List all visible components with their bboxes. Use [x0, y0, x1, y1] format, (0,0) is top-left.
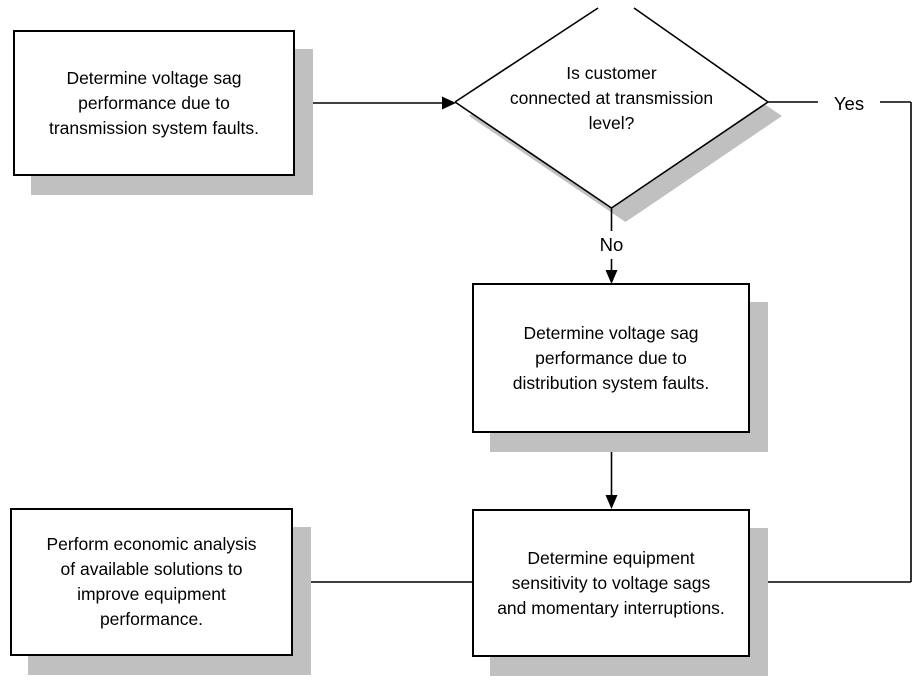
decision-edge-top-right	[633, 7, 769, 103]
edge-label-yes: Yes	[818, 90, 880, 117]
decision-diamond-fill	[455, 8, 768, 208]
process-box-distribution-sag: Determine voltage sag performance due to…	[472, 283, 750, 433]
process-box-equipment-sensitivity: Determine equipment sensitivity to volta…	[472, 509, 750, 657]
process-box-transmission-sag: Determine voltage sag performance due to…	[13, 30, 295, 176]
decision-diamond-label: Is customer connected at transmission le…	[509, 62, 714, 133]
arrowhead-into-decision	[442, 96, 456, 110]
decision-edge-bottom-left	[454, 101, 612, 209]
arrowhead-into-economic	[293, 575, 307, 589]
process-box-economic-analysis: Perform economic analysis of available s…	[10, 508, 293, 656]
arrowhead-into-distribution	[605, 270, 618, 284]
arrowhead-into-sensitivity	[605, 495, 618, 509]
decision-edge-top-left	[454, 7, 599, 103]
decision-edge-bottom-right	[611, 101, 769, 209]
edge-label-no: No	[589, 231, 634, 259]
